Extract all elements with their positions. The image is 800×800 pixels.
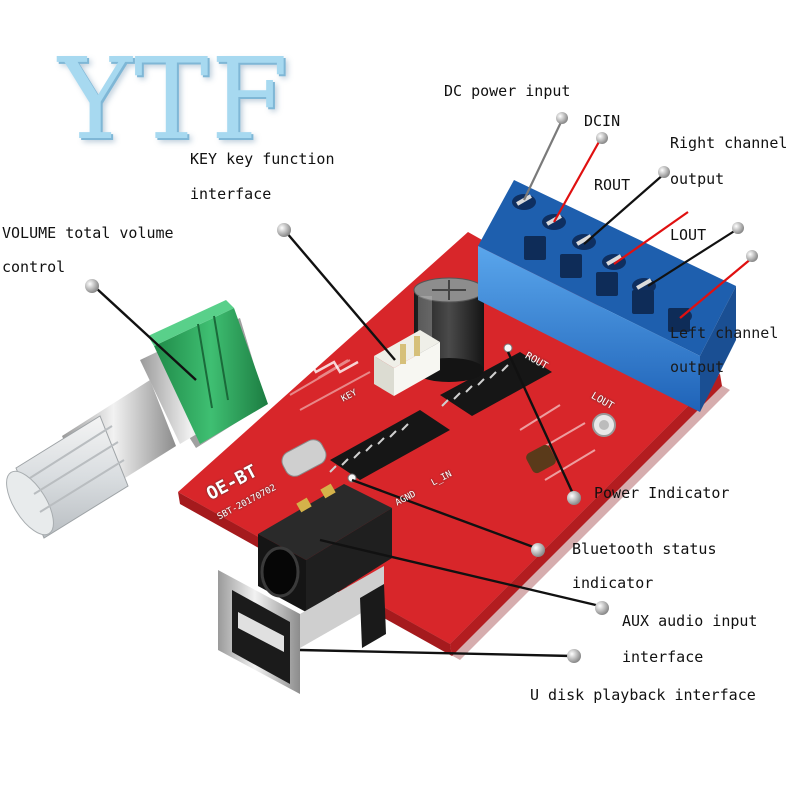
aux-jack bbox=[258, 483, 392, 612]
label-power-indicator: Power Indicator bbox=[594, 484, 730, 502]
label-dcin: DCIN bbox=[584, 112, 621, 130]
label-key-interface: interface bbox=[190, 185, 272, 203]
terminal-wires bbox=[523, 119, 753, 319]
volume-potentiometer bbox=[6, 300, 268, 539]
label-aux-interface: interface bbox=[622, 648, 704, 666]
label-volume-control: control bbox=[2, 258, 66, 276]
label-rout: ROUT bbox=[594, 176, 631, 194]
main-chips bbox=[281, 352, 556, 480]
callout-pins bbox=[85, 112, 758, 663]
capacitor bbox=[413, 277, 485, 382]
key-header bbox=[374, 330, 440, 396]
label-bluetooth-status: Bluetooth status bbox=[572, 540, 717, 558]
label-left-channel-output: output bbox=[670, 358, 725, 376]
label-right-channel: Right channel bbox=[670, 134, 788, 152]
brand-logo: YTF bbox=[58, 35, 291, 165]
label-aux-input: AUX audio input bbox=[622, 612, 758, 630]
label-right-channel-output: output bbox=[670, 170, 725, 188]
label-volume: VOLUME total volume bbox=[2, 224, 174, 242]
label-dc-power-input: DC power input bbox=[444, 82, 571, 100]
callout-lines bbox=[95, 231, 601, 658]
label-key-function: KEY key function bbox=[190, 150, 335, 168]
usb-port bbox=[218, 566, 386, 694]
terminal-block bbox=[478, 180, 736, 412]
label-bluetooth-indicator: indicator bbox=[572, 574, 654, 592]
label-left-channel: Left channel bbox=[670, 324, 779, 342]
label-lout: LOUT bbox=[670, 226, 707, 244]
label-u-disk: U disk playback interface bbox=[530, 686, 756, 704]
